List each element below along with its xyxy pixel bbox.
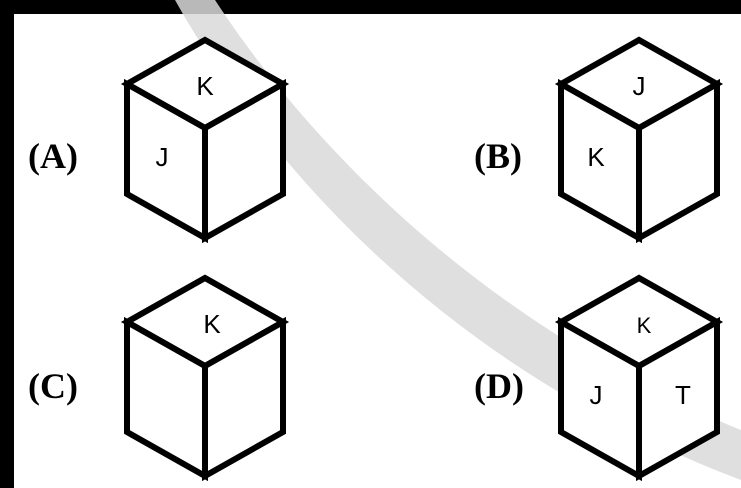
cube-d-right-letter: T <box>675 380 691 410</box>
cube-a-top-letter: K <box>196 71 214 101</box>
cube-c-top-letter: K <box>203 309 221 339</box>
option-label-d[interactable]: (D) <box>474 366 524 406</box>
option-label-c[interactable]: (C) <box>28 366 78 406</box>
cube-d-top-letter: K <box>637 313 652 338</box>
cube-a-left-letter: J <box>156 142 169 172</box>
option-label-a[interactable]: (A) <box>28 136 78 176</box>
cube-b-top-letter: J <box>633 71 646 101</box>
option-label-b[interactable]: (B) <box>474 136 522 176</box>
cube-b-left-letter: K <box>587 142 605 172</box>
cube-d-left-letter: J <box>590 380 603 410</box>
